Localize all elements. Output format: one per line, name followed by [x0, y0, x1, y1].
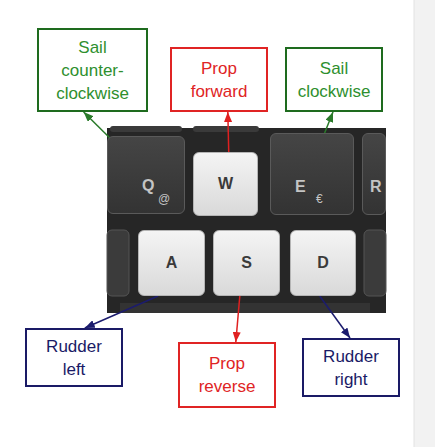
keyboard-key: E€: [270, 133, 354, 215]
key-legend: Q: [142, 178, 154, 194]
key-legend: A: [166, 255, 178, 271]
partial-key: [193, 126, 259, 132]
keyboard-key: A: [138, 230, 205, 296]
keyboard-key: R: [362, 133, 386, 215]
leader-arrow: [227, 112, 229, 152]
leader-arrow: [85, 296, 158, 328]
panel-edge: [414, 0, 415, 447]
callout-text: Sail clockwise: [293, 57, 375, 103]
partial-key: [364, 230, 386, 296]
key-legend: D: [317, 255, 329, 271]
key-legend: @: [158, 193, 170, 205]
key-legend: €: [316, 193, 323, 205]
keyboard-base: [107, 128, 386, 313]
callout-box: Rudder right: [302, 338, 400, 397]
partial-key: [107, 230, 129, 296]
leader-arrow: [325, 112, 333, 133]
keyboard-key: W: [193, 152, 258, 216]
side-panel: [414, 0, 435, 447]
callout-box: Rudder left: [25, 328, 123, 387]
keyboard-key: Q@: [107, 136, 185, 214]
callout-text: Prop reverse: [186, 352, 268, 398]
callout-box: Prop forward: [170, 47, 268, 112]
keyboard-base: [120, 303, 370, 313]
leader-arrow: [84, 112, 111, 138]
key-legend: E: [295, 179, 306, 195]
key-legend: R: [370, 179, 382, 195]
callout-text: Rudder right: [310, 345, 392, 391]
partial-key: [110, 126, 182, 132]
callout-text: Sail counter-clockwise: [49, 36, 136, 105]
leader-arrow: [320, 296, 350, 338]
leader-arrow: [236, 296, 240, 342]
callout-box: Sail counter-clockwise: [37, 28, 148, 112]
keyboard-key: D: [290, 230, 356, 296]
key-legend: W: [218, 176, 233, 192]
callout-text: Prop forward: [178, 57, 260, 103]
key-legend: S: [241, 255, 252, 271]
keyboard-key: S: [213, 230, 280, 296]
callout-box: Sail clockwise: [285, 47, 383, 112]
callout-text: Rudder left: [33, 335, 115, 381]
callout-box: Prop reverse: [178, 342, 276, 408]
